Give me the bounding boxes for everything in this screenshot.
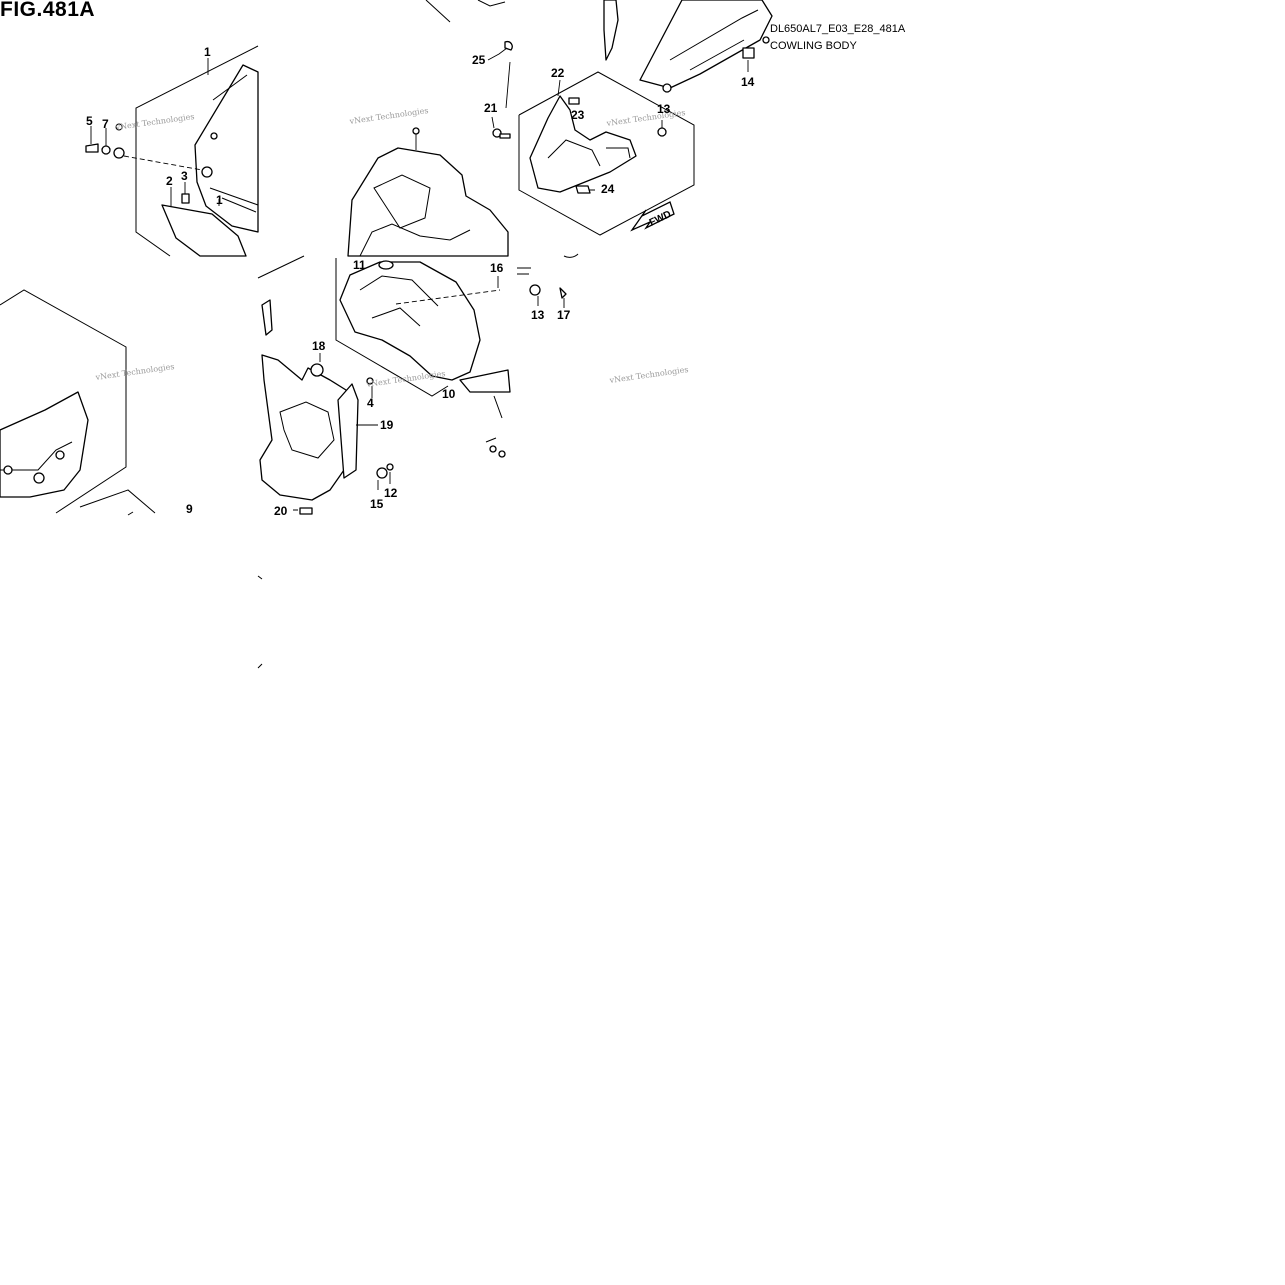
callout-25: 25 [472,53,486,67]
callout-7: 7 [102,117,109,131]
callout-15: 15 [370,497,384,511]
watermark: vNext Technologies [605,108,686,128]
callout-11: 11 [353,258,366,272]
callout-9: 9 [186,502,193,516]
callout-group: 1 1 2 3 4 5 7 9 10 11 12 13 13 14 15 16 … [86,45,755,518]
fastener-group [491,116,511,139]
panel-windscreen [0,289,156,516]
callout-3: 3 [181,169,188,183]
callout-19: 19 [380,418,394,432]
watermark: vNext Technologies [608,365,689,385]
callout-17: 17 [557,308,571,322]
callout-20: 20 [274,504,288,518]
callout-13: 13 [657,102,671,116]
callout-4: 4 [367,396,374,410]
diagram-caption: COWLING BODY [770,40,857,52]
callout-23: 23 [571,108,585,122]
callout-24: 24 [601,182,615,196]
callout-21: 21 [484,101,498,115]
watermark: vNext Technologies [114,112,195,132]
fwd-arrow-icon: FWD [630,201,675,232]
callout-14: 14 [741,75,755,89]
panel-inner-cowling [335,253,579,458]
panel-front-cowl-upper [347,0,513,257]
diagram-code: DL650AL7_E03_E28_481A [770,23,906,35]
callout-22: 22 [551,66,565,80]
panel-side-cowling [85,45,259,257]
watermark: vNext Technologies [365,369,446,389]
callout-12: 12 [384,486,398,500]
watermark: vNext Technologies [348,106,429,126]
panel-headlight-cover: FWD [518,0,773,236]
callout-1: 1 [204,45,211,59]
callout-1: 1 [216,193,223,207]
callout-13: 13 [531,308,545,322]
callout-2: 2 [166,174,173,188]
figure-title: FIG.481A [0,0,96,21]
panel-bracket-frame [257,255,394,669]
callout-5: 5 [86,114,93,128]
watermark: vNext Technologies [94,362,175,382]
callout-10: 10 [442,387,456,401]
callout-16: 16 [490,261,504,275]
callout-18: 18 [312,339,326,353]
